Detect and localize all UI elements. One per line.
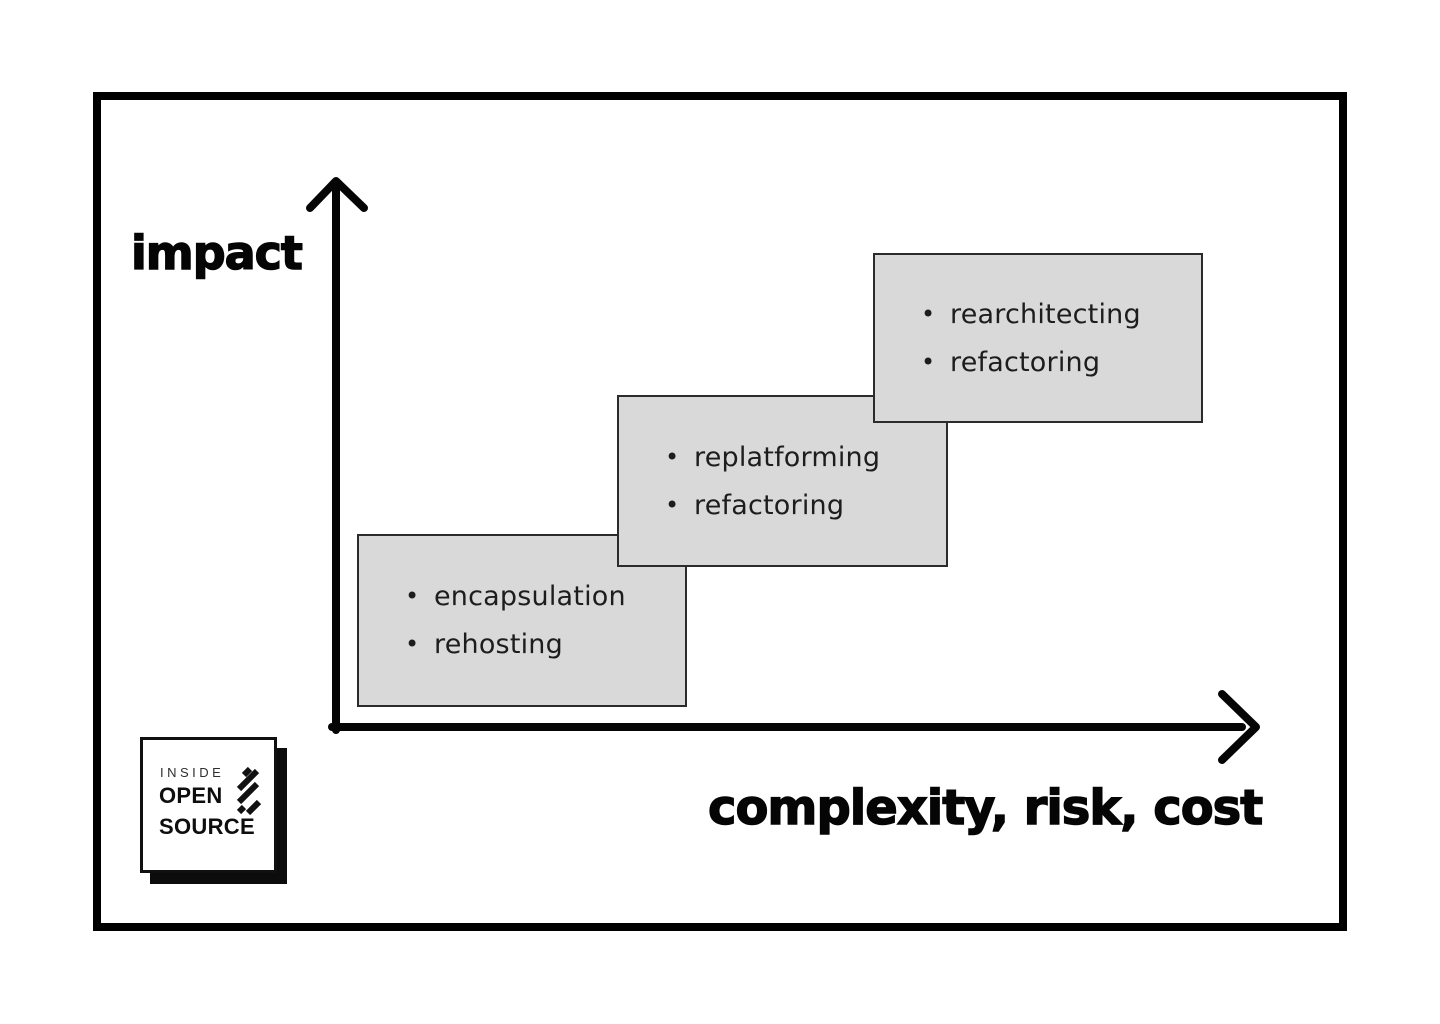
list-item-label: refactoring (950, 346, 1101, 378)
list-item-label: replatforming (694, 441, 881, 473)
box-replatforming-refactoring: • replatforming • refactoring (617, 395, 948, 567)
list-item: • replatforming (665, 441, 946, 474)
bullet-icon: • (405, 630, 420, 658)
box-encapsulation-rehosting: • encapsulation • rehosting (357, 534, 687, 707)
box-rearchitecting-refactoring: • rearchitecting • refactoring (873, 253, 1203, 423)
list-item: • rehosting (405, 628, 685, 661)
y-axis-label: impact (130, 225, 303, 280)
list-item-label: encapsulation (434, 581, 626, 612)
logo-text-inside: INSIDE (160, 765, 225, 780)
list-item: • refactoring (665, 489, 946, 522)
x-axis-label: complexity, risk, cost (707, 779, 1264, 836)
inside-open-source-logo: INSIDE OPEN SOURCE (140, 737, 277, 873)
bullet-icon: • (921, 299, 936, 328)
list-item: • rearchitecting (921, 298, 1201, 331)
list-item: • encapsulation (405, 580, 685, 613)
logo-text-source: SOURCE (159, 814, 255, 839)
list-item: • refactoring (921, 346, 1201, 379)
bullet-icon: • (665, 442, 680, 471)
list-item-label: rehosting (434, 629, 563, 660)
list-item-label: rearchitecting (950, 298, 1141, 330)
bullet-icon: • (405, 582, 420, 610)
bullet-icon: • (665, 490, 680, 519)
list-item-label: refactoring (694, 489, 845, 521)
bullet-icon: • (921, 347, 936, 376)
logo-stripes-icon (236, 766, 261, 815)
logo-text-open: OPEN (159, 783, 223, 808)
